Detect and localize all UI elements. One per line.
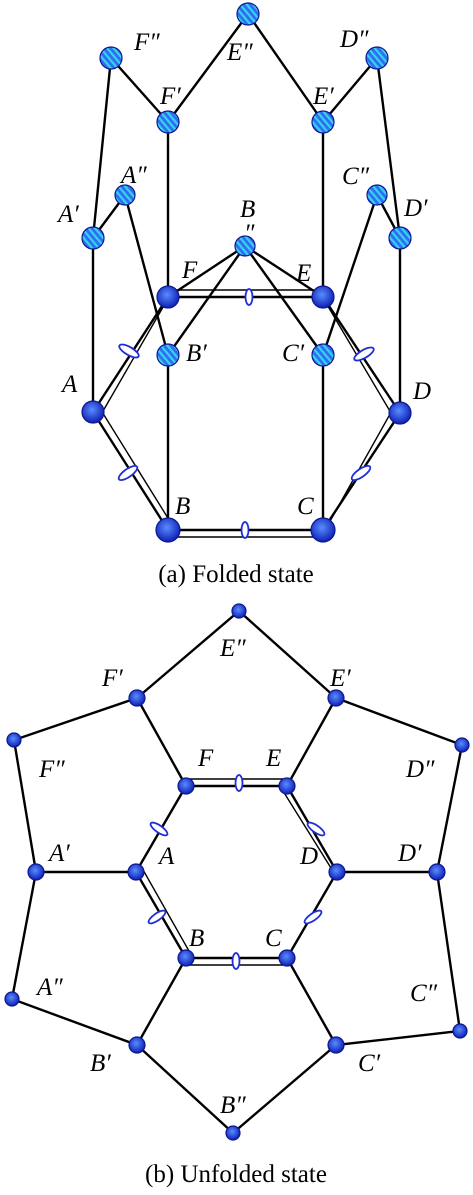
label-b-F: F: [197, 745, 214, 772]
node-b-F1: [128, 689, 146, 707]
caption-folded: (a) Folded state: [158, 561, 314, 588]
hinge-a-fa: [118, 343, 140, 359]
panel-a-labels: A B C D E F A′ B′ C′ D′ E′ F′ A″ B ″ C″ …: [56, 26, 431, 520]
label-a-C1: C′: [282, 340, 305, 367]
hinge-b-ab: [147, 909, 167, 925]
label-a-B: B: [175, 493, 190, 520]
hinge-b-cd: [303, 909, 323, 925]
hinge-b-ef: [234, 774, 244, 792]
label-b-B2: B″: [220, 1092, 246, 1119]
node-a-A: [81, 400, 105, 424]
node-a-C1: [311, 343, 335, 367]
panel-a-folded: A B C D E F A′ B′ C′ D′ E′ F′ A″ B ″ C″ …: [56, 2, 431, 588]
hinge-a-cd: [350, 464, 372, 482]
label-a-B2: B: [240, 196, 255, 223]
panel-a-edges: [91, 12, 402, 538]
label-b-E: E: [265, 745, 281, 772]
label-b-F1: F′: [101, 665, 123, 692]
label-b-E1: E′: [329, 665, 351, 692]
hinge-a-de: [353, 346, 375, 362]
node-a-A1: [81, 226, 105, 250]
node-b-D1: [428, 863, 446, 881]
panel-a-nodes: [81, 2, 412, 543]
node-a-E1: [311, 110, 335, 134]
node-a-E: [311, 285, 335, 309]
label-a-D2: D″: [339, 26, 369, 53]
panel-a-hinges: [117, 288, 375, 539]
label-a-A1: A′: [56, 201, 79, 228]
label-b-A: A: [157, 843, 175, 870]
hinge-b-de: [306, 821, 326, 837]
node-a-B: [155, 517, 181, 543]
label-b-A2: A″: [35, 974, 63, 1001]
node-a-A2: [114, 184, 136, 206]
label-b-D2: D″: [405, 756, 435, 783]
node-b-D2: [454, 737, 470, 753]
label-a-C: C: [297, 493, 314, 520]
label-b-E2: E″: [219, 635, 246, 662]
hinge-b-bc: [231, 952, 241, 970]
label-b-C: C: [265, 925, 282, 952]
hinge-a-ab: [117, 464, 139, 482]
label-a-E: E: [295, 260, 311, 287]
label-a-E1: E′: [312, 83, 334, 110]
node-b-E: [278, 777, 296, 795]
label-a-F1: F′: [159, 83, 181, 110]
label-a-E2: E″: [226, 39, 253, 66]
label-a-A2: A″: [119, 162, 147, 189]
label-a-D1: D′: [403, 195, 428, 222]
label-b-A1: A′: [47, 840, 70, 867]
node-b-C: [278, 949, 296, 967]
node-b-C2: [452, 1023, 468, 1039]
panel-b-edges: [10, 609, 464, 1135]
node-b-E1: [327, 689, 345, 707]
label-a-F: F: [181, 257, 198, 284]
node-a-F: [156, 285, 180, 309]
label-a-F2: F″: [133, 29, 160, 56]
node-a-D: [388, 401, 412, 425]
panel-b-hinges: [147, 774, 326, 970]
node-b-B1: [128, 1036, 146, 1054]
node-a-D2: [365, 46, 389, 70]
node-b-F: [177, 777, 195, 795]
label-b-D1: D′: [397, 840, 422, 867]
node-a-B2: [234, 235, 256, 257]
label-b-C1: C′: [358, 1050, 381, 1077]
label-b-F2: F″: [38, 756, 65, 783]
hinge-a-ef: [244, 288, 254, 306]
node-a-C2: [366, 184, 388, 206]
node-b-B: [177, 949, 195, 967]
node-b-E2: [231, 603, 247, 619]
panel-b-nodes: [4, 603, 470, 1141]
label-b-D: D: [299, 843, 318, 870]
node-b-F2: [6, 732, 22, 748]
node-b-C1: [327, 1036, 345, 1054]
node-a-C: [310, 517, 336, 543]
node-a-D1: [388, 226, 412, 250]
node-a-E2: [236, 2, 260, 26]
label-b-C2: C″: [410, 980, 438, 1007]
hinge-b-fa: [149, 821, 169, 837]
label-b-B: B: [189, 925, 204, 952]
node-a-F2: [99, 46, 123, 70]
node-b-A1: [27, 863, 45, 881]
node-b-A: [127, 863, 145, 881]
node-a-B1: [156, 343, 180, 367]
panel-b-labels: A B C D E F A′ B′ C′ D′ E′ F′ A″ B″ C″ D…: [35, 635, 438, 1119]
label-a-D: D: [412, 378, 431, 405]
node-b-A2: [4, 991, 20, 1007]
caption-unfolded: (b) Unfolded state: [145, 1161, 327, 1188]
node-b-B2: [225, 1125, 241, 1141]
label-a-B2-mark: ″: [244, 220, 255, 247]
node-a-F1: [156, 110, 180, 134]
label-a-C2: C″: [342, 163, 370, 190]
label-a-B1: B′: [186, 340, 207, 367]
label-a-A: A: [60, 371, 78, 398]
label-b-B1: B′: [90, 1050, 111, 1077]
node-b-D: [328, 863, 346, 881]
panel-b-unfolded: A B C D E F A′ B′ C′ D′ E′ F′ A″ B″ C″ D…: [4, 603, 470, 1188]
hinge-a-bc: [240, 521, 250, 539]
